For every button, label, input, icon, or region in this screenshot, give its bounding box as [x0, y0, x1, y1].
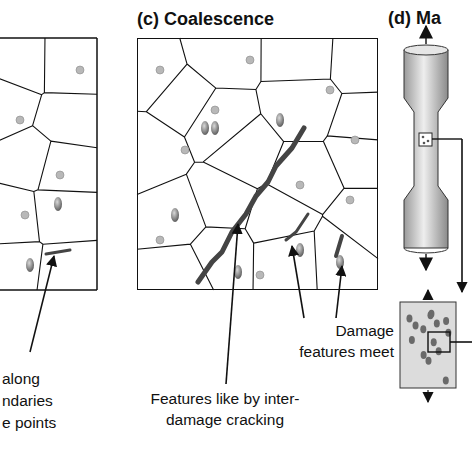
annotation: ndaries [2, 390, 82, 411]
grain-boundary [0, 38, 97, 290]
microstructure-panel [0, 38, 97, 290]
grain-boundaries [0, 38, 378, 290]
leader-arrow [292, 246, 304, 318]
annotation: along [2, 368, 82, 389]
grain-boundary-crack [46, 250, 70, 254]
tensile-specimen [404, 26, 462, 292]
grain-boundary-crack [336, 236, 342, 256]
damage-particles [16, 56, 359, 279]
leader-arrow [226, 224, 238, 384]
volume-element [400, 290, 472, 402]
grain-boundary [137, 38, 378, 290]
leader-arrow [30, 256, 54, 352]
coalescence-crack [198, 128, 304, 282]
annotation: Features like by inter-damage cracking [150, 388, 300, 430]
panel-frame: (c) Coalescence [137, 38, 378, 290]
panel-title: (d) Ma [388, 8, 441, 29]
leader-arrow [336, 266, 342, 318]
annotation: Damage features meet [284, 320, 394, 362]
panel-title: (c) Coalescence [137, 9, 376, 30]
grain-boundary-crack [286, 214, 308, 240]
annotation: e points [2, 412, 82, 433]
